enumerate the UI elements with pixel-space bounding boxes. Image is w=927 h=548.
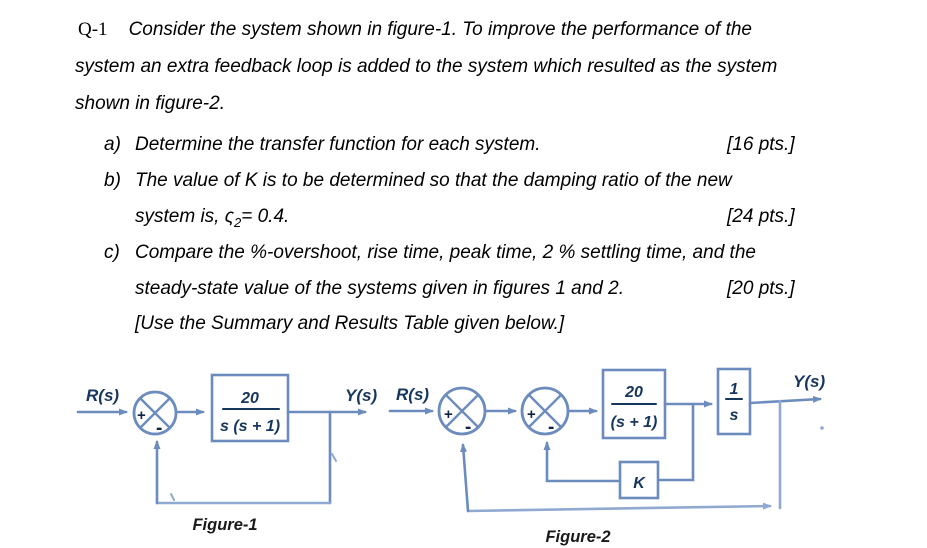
item-c-text-2: steady-state value of the systems given … <box>135 278 624 299</box>
stray-mark <box>820 426 824 430</box>
figure1-plus-sign: + <box>137 407 146 424</box>
item-a-label: a) <box>104 134 121 155</box>
question-number: Q-1 <box>78 19 108 40</box>
figure2-gain-label: K <box>633 475 646 492</box>
figure2-junction1-minus-sign: - <box>465 417 471 438</box>
figure2-integrator-block: 1 s <box>716 367 752 436</box>
stray-mark <box>331 453 337 462</box>
figure2-input-label: R(s) <box>396 385 429 404</box>
figure1-input-label: R(s) <box>86 386 119 405</box>
question-intro-line-3: shown in figure-2. <box>75 93 225 114</box>
figure2-inner-feedback-path: K <box>543 402 695 500</box>
figure1-block-numerator: 20 <box>240 390 259 407</box>
figure1-transfer-block: 20 s (s + 1) <box>210 373 290 443</box>
figure1-diagram: R(s) + - 20 s (s + 1) Y(s) <box>76 373 377 534</box>
item-c-label: c) <box>104 242 120 263</box>
item-a-text: Determine the transfer function for each… <box>135 134 541 155</box>
figure1-caption: Figure-1 <box>192 516 257 534</box>
item-b-text: The value of K is to be determined so th… <box>135 170 732 191</box>
figure2-integrator-numerator: 1 <box>730 381 739 398</box>
figure2-plant-numerator: 20 <box>624 384 643 401</box>
item-c-text: Compare the %-overshoot, rise time, peak… <box>135 242 756 263</box>
figure2-junction2-plus-sign: + <box>527 406 536 423</box>
figure1-output-label: Y(s) <box>345 386 377 405</box>
figure1-summing-junction: + - <box>132 390 178 439</box>
item-c-points: [20 pts.] <box>727 278 795 299</box>
figure2-outer-feedback-path <box>460 399 782 513</box>
item-b-label: b) <box>104 170 121 191</box>
figure2-output-arrow <box>748 395 822 405</box>
figure2-output-label: Y(s) <box>793 372 825 391</box>
figure2-plant-block: 20 (s + 1) <box>601 368 667 440</box>
figure2-junction2-minus-sign: - <box>548 417 554 438</box>
figure2-integrator-denominator: s <box>730 407 739 424</box>
item-c-text-3: [Use the Summary and Results Table given… <box>135 313 565 334</box>
item-b-text-2: system is, ς2= 0.4. <box>135 206 290 230</box>
figure2-summing-junction-1: + - <box>437 386 487 438</box>
figure1-feedback-path <box>153 410 337 505</box>
stray-mark <box>170 493 175 501</box>
figure2-caption: Figure-2 <box>545 528 610 546</box>
item-a-points: [16 pts.] <box>727 134 795 155</box>
question-intro-line-2: system an extra feedback loop is added t… <box>75 56 778 77</box>
item-b-points: [24 pts.] <box>727 206 795 227</box>
figure1-minus-sign: - <box>156 418 162 439</box>
figure2-plant-denominator: (s + 1) <box>611 414 658 431</box>
figure2-summing-junction-2: + - <box>520 386 570 438</box>
figure1-block-denominator: s (s + 1) <box>220 418 280 435</box>
figure2-junction1-plus-sign: + <box>444 406 453 423</box>
figure2-diagram: R(s) + - + - 20 (s <box>388 367 825 546</box>
figure2-gain-block <box>618 460 660 500</box>
